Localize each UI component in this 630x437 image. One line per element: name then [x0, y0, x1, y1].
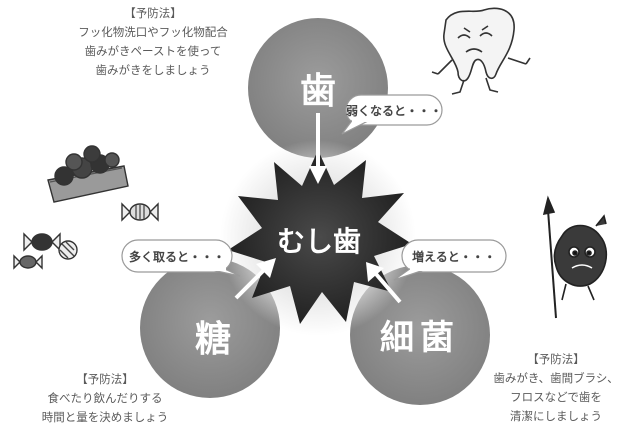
note-line: フッ化物洗口やフッ化物配合 [78, 25, 228, 39]
tooth-character-illustration [431, 7, 531, 95]
note-heading: 【予防法】 [527, 352, 585, 366]
bubble-sugar [121, 239, 241, 277]
note-line: 清潔にしましょう [510, 409, 602, 423]
bacteria-label: 細菌 [380, 318, 460, 358]
sugar-prevention-note: 【予防法】 食べたり飲んだりする 時間と量を決めましょう [20, 370, 190, 427]
bubble-tooth [341, 94, 443, 135]
bacteria-prevention-note: 【予防法】 歯みがき、歯間ブラシ、 フロスなどで歯を 清潔にしましょう [486, 350, 626, 426]
bubble-tooth-text: 弱くなると・・・ [346, 104, 443, 118]
center-label: むし歯 [276, 225, 361, 258]
note-line: 歯みがきペーストを使って [84, 44, 222, 58]
arrow-bacteria [366, 262, 402, 304]
note-heading: 【予防法】 [76, 372, 134, 386]
note-line: 食べたり飲んだりする [47, 391, 163, 405]
caries-starburst [228, 150, 412, 324]
bacteria-character-illustration [542, 195, 608, 319]
arrow-tooth [309, 113, 327, 184]
arrow-sugar [234, 258, 276, 300]
note-line: 歯みがきをしましょう [95, 63, 211, 77]
sugar-label: 糖 [194, 319, 231, 360]
tooth-label: 歯 [299, 71, 336, 112]
bubble-sugar-text: 多く取ると・・・ [128, 250, 225, 264]
sweets-illustration [13, 145, 159, 270]
note-line: 歯みがき、歯間ブラシ、 [493, 371, 619, 385]
bubble-bacteria [393, 239, 507, 281]
bubble-bacteria-text: 増えると・・・ [412, 250, 496, 264]
tooth-prevention-note: 【予防法】 フッ化物洗口やフッ化物配合 歯みがきペーストを使って 歯みがきをしま… [58, 4, 248, 80]
note-line: 時間と量を決めましょう [41, 410, 169, 424]
note-line: フロスなどで歯を [510, 390, 602, 404]
note-heading: 【予防法】 [124, 6, 182, 20]
